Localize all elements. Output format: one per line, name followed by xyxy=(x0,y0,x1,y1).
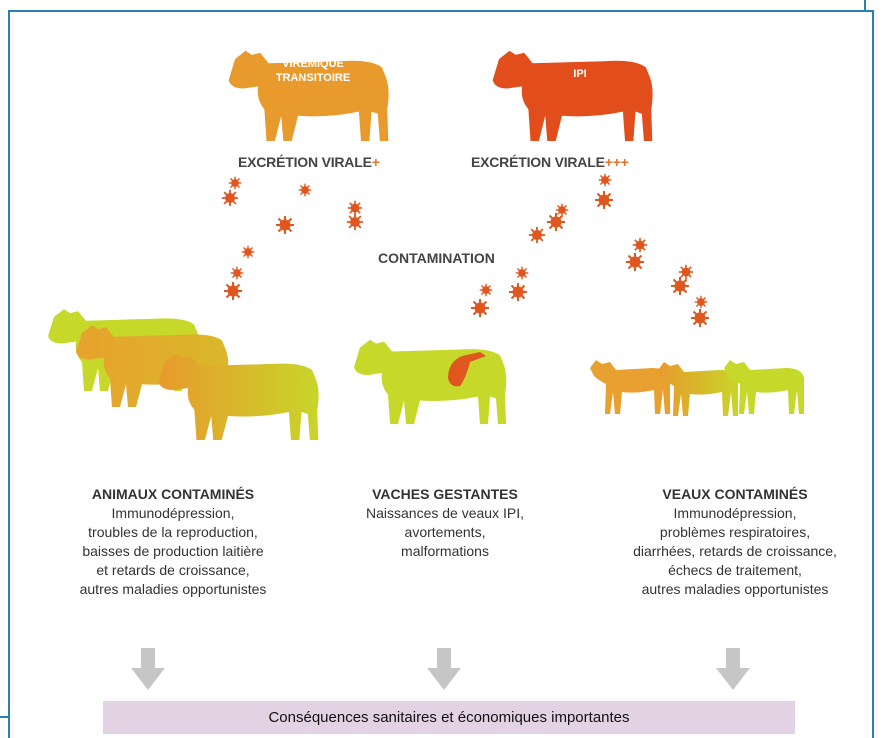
group-line: Immunodépression, xyxy=(673,505,797,521)
group-line: troubles de la reproduction, xyxy=(88,524,258,540)
excretion-right-plus: +++ xyxy=(604,154,629,170)
group-line: et retards de croissance, xyxy=(96,562,250,578)
down-arrows xyxy=(131,648,750,690)
group-animaux-contamines: ANIMAUX CONTAMINÉS Immunodépression, tro… xyxy=(28,485,318,599)
group-line: autres maladies opportunistes xyxy=(79,581,267,597)
group-vaches-gestantes: VACHES GESTANTES Naissances de veaux IPI… xyxy=(318,485,572,561)
group-veaux-contamines: VEAUX CONTAMINÉS Immunodépression, probl… xyxy=(590,485,880,599)
herd-contaminated xyxy=(48,309,319,440)
group-line: avortements, xyxy=(404,524,486,540)
cow-label-ipi: IPI xyxy=(573,68,587,80)
arrow-down-left xyxy=(131,648,165,690)
group-line: baisses de production laitière xyxy=(82,543,264,559)
group-line: Immunodépression, xyxy=(111,505,235,521)
excretion-left: EXCRÉTION VIRALE+ xyxy=(238,154,380,170)
arrow-down-right xyxy=(716,648,750,690)
group-line: diarrhées, retards de croissance, xyxy=(633,543,837,559)
group-line: Naissances de veaux IPI, xyxy=(366,505,524,521)
calves-contaminated xyxy=(590,360,804,416)
group-line: malformations xyxy=(401,543,489,559)
contamination-label: CONTAMINATION xyxy=(378,250,495,266)
cow-label-viremique: VIRÉMIQUE TRANSITOIRE xyxy=(258,57,368,85)
group-title: VEAUX CONTAMINÉS xyxy=(662,486,808,502)
group-line: échecs de traitement, xyxy=(668,562,802,578)
excretion-left-text: EXCRÉTION VIRALE xyxy=(238,154,372,170)
excretion-left-plus: + xyxy=(371,154,380,170)
cow-label-viremique-line1: VIRÉMIQUE xyxy=(282,58,344,70)
cow-label-viremique-line2: TRANSITOIRE xyxy=(275,72,351,84)
frame-corner-top-right xyxy=(864,0,866,12)
fetus-icon xyxy=(448,352,486,387)
diagram-frame xyxy=(8,10,874,738)
frame-corner-bottom-left xyxy=(0,716,10,718)
group-title: ANIMAUX CONTAMINÉS xyxy=(91,486,255,502)
group-line: problèmes respiratoires, xyxy=(659,524,811,540)
arrow-down-center xyxy=(427,648,461,690)
consequences-banner: Conséquences sanitaires et économiques i… xyxy=(103,701,795,734)
excretion-right-text: EXCRÉTION VIRALE xyxy=(471,154,605,170)
group-title: VACHES GESTANTES xyxy=(372,486,518,502)
excretion-right: EXCRÉTION VIRALE+++ xyxy=(471,154,629,170)
cow-pregnant xyxy=(354,339,507,424)
group-line: autres maladies opportunistes xyxy=(641,581,829,597)
